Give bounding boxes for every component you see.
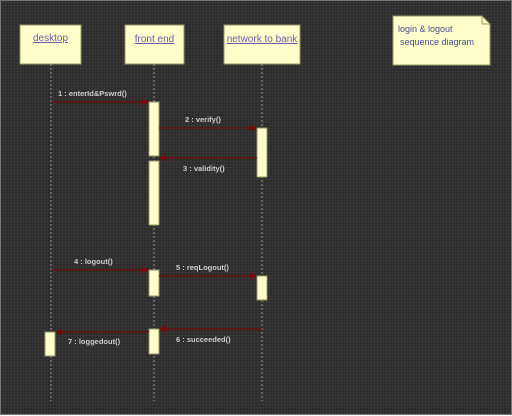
activation-bar-front-end-4: [148, 328, 160, 355]
lifeline-label-desktop: desktop: [33, 33, 68, 44]
lifeline-network-to-bank[interactable]: network to bank: [223, 24, 301, 65]
activation-bar-desktop-1: [44, 331, 56, 357]
message-7[interactable]: 7 : loggedout(): [55, 328, 149, 346]
note-line-2: sequence diagram: [400, 37, 474, 47]
message-label-7: 7 : loggedout(): [68, 337, 121, 346]
activation-bar-front-end-3: [148, 269, 160, 297]
lifeline-label-front-end: front end: [135, 34, 174, 45]
diagram-note[interactable]: login & logout sequence diagram: [392, 15, 491, 66]
message-label-2: 2 : verify(): [185, 115, 221, 124]
message-1[interactable]: 1 : enterId&Pswrd(): [51, 89, 149, 106]
message-label-3: 3 : validity(): [183, 164, 225, 173]
activation-bar-front-end-2: [148, 160, 160, 226]
activation-bar-network-2: [256, 275, 268, 301]
lifeline-front-end[interactable]: front end: [124, 24, 185, 65]
message-4[interactable]: 4 : logout(): [51, 257, 149, 274]
message-label-4: 4 : logout(): [74, 257, 113, 266]
message-label-5: 5 : reqLogout(): [176, 263, 229, 272]
lifeline-label-network-to-bank: network to bank: [227, 34, 299, 45]
message-6[interactable]: 6 : succeeded(): [159, 325, 262, 344]
note-line-1: login & logout: [398, 24, 453, 34]
message-5[interactable]: 5 : reqLogout(): [159, 263, 257, 280]
activation-bar-network-1: [256, 127, 268, 178]
activation-bar-front-end-1: [148, 101, 160, 157]
message-label-1: 1 : enterId&Pswrd(): [58, 89, 127, 98]
message-2[interactable]: 2 : verify(): [159, 115, 257, 132]
message-label-6: 6 : succeeded(): [176, 335, 231, 344]
message-3[interactable]: 3 : validity(): [159, 154, 257, 173]
lifeline-desktop[interactable]: desktop: [19, 24, 82, 65]
